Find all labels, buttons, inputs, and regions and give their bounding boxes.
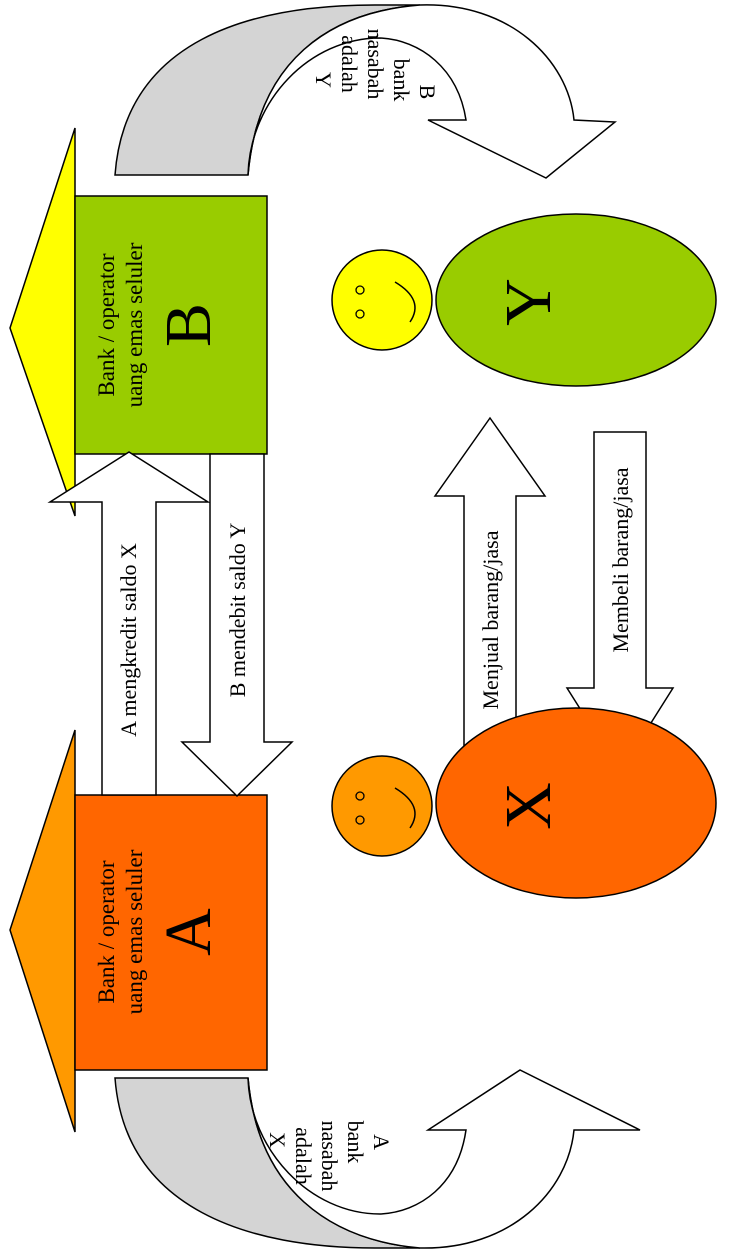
note-x: X adalah nasabah bank A: [265, 1121, 394, 1192]
note-y-line4: bank: [389, 59, 414, 102]
person-x-eye-right: [355, 815, 365, 825]
bank-b-label: Bank / operator uang emas seluler B: [94, 242, 225, 407]
person-y-smile: [394, 281, 416, 323]
sell-label: Menjual barang/jasa: [478, 530, 503, 709]
person-y-body: [435, 213, 717, 387]
bank-b-box: [74, 195, 268, 455]
person-x-eye-left: [355, 791, 365, 801]
note-x-line5: A: [369, 1134, 394, 1150]
b-debit-label: B mendebit saldo Y: [225, 523, 250, 698]
person-y-letter: Y: [492, 278, 565, 326]
person-y-eye-right: [355, 309, 365, 319]
a-credit-label: A mengkredit saldo X: [116, 543, 141, 737]
note-y-line1: Y: [311, 72, 336, 88]
bank-a-letter: A: [152, 908, 225, 956]
bank-b-line1: Bank / operator: [94, 253, 119, 396]
person-x-smile: [394, 787, 416, 829]
person-x-head: [331, 755, 433, 857]
bottom-curve-arrow: [247, 1069, 641, 1249]
buy-label: Membeli barang/jasa: [608, 467, 633, 652]
note-x-line4: bank: [343, 1121, 368, 1164]
bank-b-line2: uang emas seluler: [122, 242, 147, 407]
bank-a-box: [74, 794, 268, 1071]
note-y-line5: B: [415, 85, 440, 100]
top-curve-arrow: [247, 4, 617, 179]
bank-a-label: Bank / operator uang emas seluler A: [94, 849, 225, 1014]
note-x-line1: X: [265, 1132, 290, 1148]
note-x-line2: adalah: [291, 1127, 316, 1184]
note-y-line2: adalah: [337, 35, 362, 92]
note-y-line3: nasabah: [363, 29, 388, 100]
bank-a-line1: Bank / operator: [94, 860, 119, 1003]
b-debit-arrow: [180, 453, 294, 798]
note-y: Y adalah nasabah bank B: [311, 29, 440, 102]
bank-b-roof: [9, 127, 76, 517]
person-x-body: [435, 707, 717, 899]
bank-a-roof: [9, 729, 76, 1133]
a-credit-arrow: [47, 451, 211, 796]
person-x-letter: X: [492, 782, 565, 830]
person-y-head: [331, 249, 433, 351]
person-y-eye-left: [355, 285, 365, 295]
bank-a-line2: uang emas seluler: [122, 849, 147, 1014]
bank-b-letter: B: [152, 303, 225, 347]
note-x-line3: nasabah: [317, 1121, 342, 1192]
